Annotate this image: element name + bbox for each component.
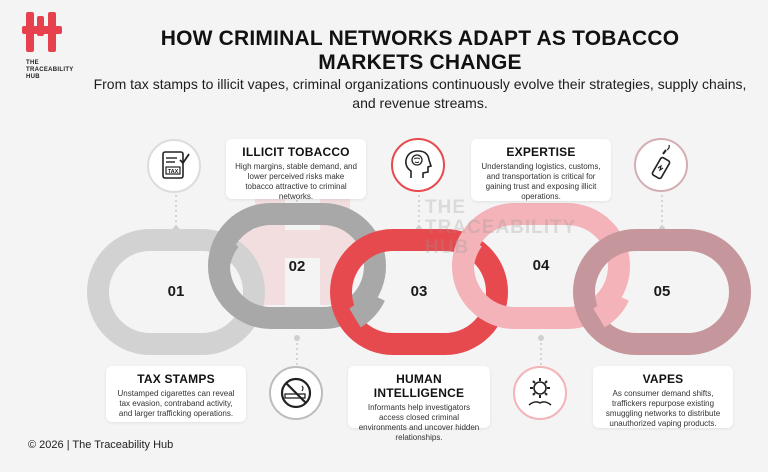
- chain-link-05: [573, 229, 751, 355]
- brand-logo-icon: [22, 12, 62, 52]
- page-subtitle: From tax stamps to illicit vapes, crimin…: [93, 76, 747, 111]
- step-number-03: 03: [410, 283, 428, 300]
- page-title: HOW CRIMINAL NETWORKS ADAPT AS TOBACCO M…: [160, 27, 680, 74]
- gear-hand-icon: [528, 378, 552, 406]
- chain-link-01: [87, 229, 265, 355]
- step-02-icon-circle: [269, 366, 323, 420]
- step-04-card: EXPERTISE Understanding logistics, custo…: [471, 139, 611, 201]
- footer-copyright: © 2026 | The Traceability Hub: [28, 439, 174, 451]
- step-05-icon-circle: [634, 138, 688, 192]
- brain-head-icon: [405, 150, 433, 178]
- step-03-card: HUMAN INTELLIGENCE Informants help inves…: [348, 366, 490, 442]
- step-04-title: EXPERTISE: [506, 145, 576, 159]
- step-02-title: ILLICIT TOBACCO: [242, 145, 350, 159]
- step-number-04: 04: [532, 257, 550, 274]
- logo-text: THE TRACEABILITY HUB: [26, 60, 74, 80]
- step-number-02: 02: [288, 258, 306, 275]
- chain-link-03: [330, 229, 508, 355]
- step-03-title: HUMAN INTELLIGENCE: [373, 372, 465, 400]
- step-03-icon-circle: [391, 138, 445, 192]
- step-number-05: 05: [653, 283, 671, 300]
- step-03-text: Informants help investigators access clo…: [358, 403, 480, 442]
- step-05-card: VAPES As consumer demand shifts, traffic…: [593, 366, 733, 428]
- tax-document-icon: TAX: [162, 151, 190, 179]
- watermark-text: THE TRACEABILITY HUB: [425, 197, 576, 258]
- no-smoking-icon: [280, 377, 312, 409]
- step-02-text: High margins, stable demand, and lower p…: [235, 162, 357, 201]
- step-04-icon-circle: [513, 366, 567, 420]
- step-01-card: TAX STAMPS Unstamped cigarettes can reve…: [106, 366, 246, 422]
- step-02-card: ILLICIT TOBACCO High margins, stable dem…: [226, 139, 366, 201]
- step-01-text: Unstamped cigarettes can reveal tax evas…: [117, 389, 235, 418]
- step-05-title: VAPES: [642, 372, 684, 386]
- step-01-title: TAX STAMPS: [137, 372, 215, 386]
- step-01-icon-circle: TAX: [147, 139, 201, 193]
- step-04-text: Understanding logistics, customs, and tr…: [481, 162, 601, 201]
- step-number-01: 01: [167, 283, 185, 300]
- step-05-text: As consumer demand shifts, traffickers r…: [605, 389, 721, 428]
- vape-icon: [651, 144, 671, 180]
- svg-text:TAX: TAX: [168, 169, 179, 175]
